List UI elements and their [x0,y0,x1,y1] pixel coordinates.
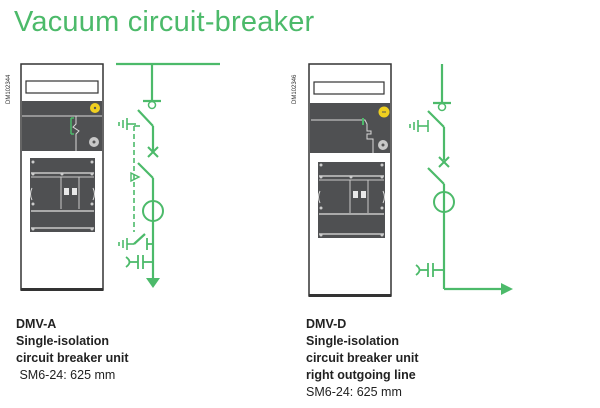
schematic-dmv-d [409,64,513,295]
disconnector-blade [137,109,154,127]
earthing-symbol-upper [118,118,136,130]
earthing-symbol-lower [118,238,128,250]
caption-dmv-a: DMV-A Single-isolation circuit breaker u… [16,316,129,384]
unit-name: DMV-D [306,317,347,331]
disconnector-blade [427,110,445,128]
unit-line3: right outgoing line [306,368,416,382]
trip-triangle [130,171,141,183]
cabinet-control-panel [310,103,390,153]
cabinet-control-panel [22,101,102,151]
unit-line2: circuit breaker unit [16,351,129,365]
current-transformer [142,200,164,222]
voltage-indicator-capacitor [415,263,444,277]
schematic-dmv-a [116,62,220,288]
page-title: Vacuum circuit-breaker [14,6,315,38]
unit-line1: Single-isolation [306,334,400,348]
unit-dimension: SM6-24: 625 mm [16,368,116,382]
unit-dimension: SM6-24: 625 mm [306,385,402,399]
earthing-switch-blade [133,233,146,245]
unit-line2: circuit breaker unit [306,351,419,365]
cabinet-dmv-a [20,63,104,291]
circuit-breaker-blade [137,162,154,179]
right-arrow-icon [501,283,513,295]
caption-dmv-d: DMV-D Single-isolation circuit breaker u… [306,316,419,401]
circuit-breaker-blade [427,167,445,185]
cabinet-dmv-d [308,63,392,297]
current-transformer [433,191,455,213]
breaker-block [318,162,385,238]
cabinet-base [309,294,391,297]
cabinet-label-window [25,80,99,94]
cabinet-base [21,288,103,291]
cabinet-label-window [313,81,385,95]
earthing-symbol-upper [409,120,429,132]
voltage-indicator-capacitor [125,255,153,269]
unit-name: DMV-A [16,317,57,331]
unit-line1: Single-isolation [16,334,110,348]
down-arrow-icon [146,278,160,288]
breaker-block [30,158,95,232]
